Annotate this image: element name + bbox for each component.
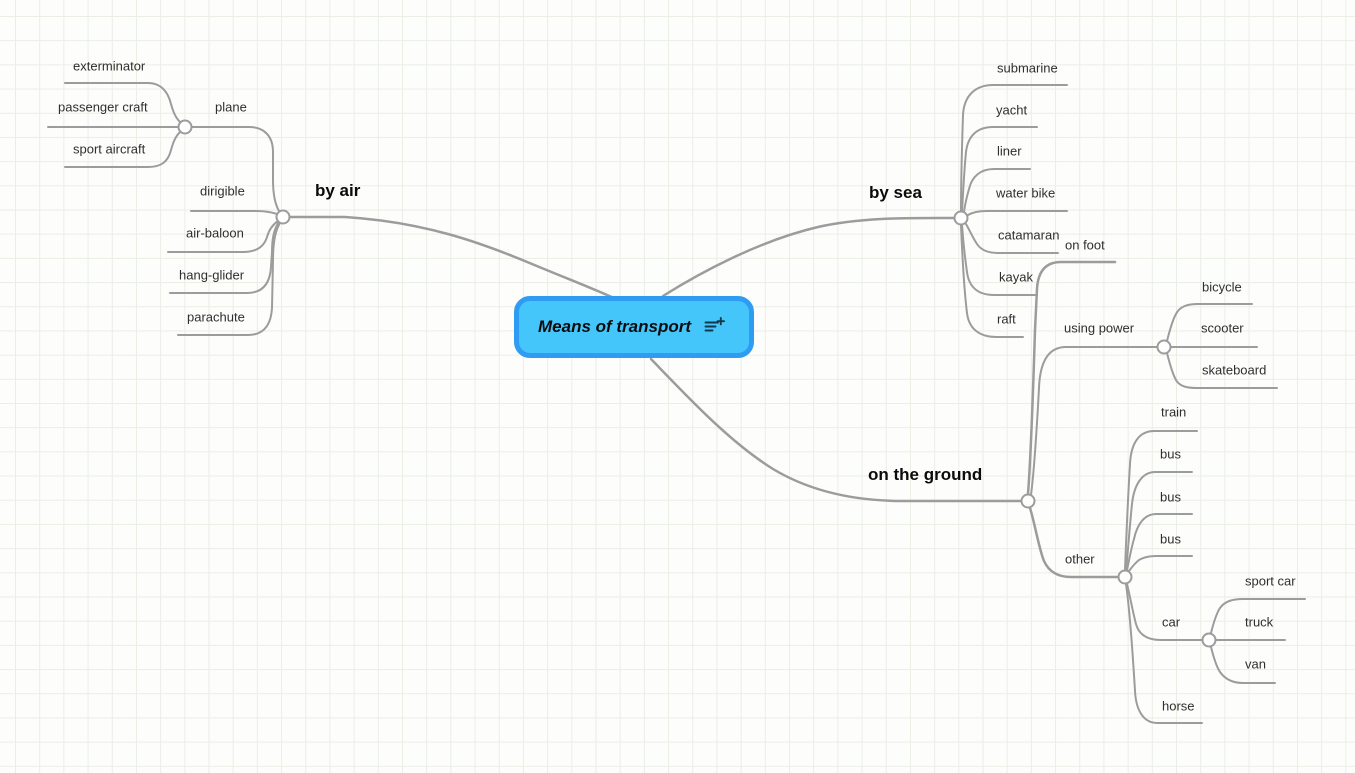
link-other-bus-2	[1126, 513, 1193, 571]
link-other-train	[1124, 430, 1198, 571]
link-otg-other	[1028, 506, 1120, 579]
link-by-sea-yacht	[961, 126, 1038, 212]
link-by-air-dirigible	[190, 210, 278, 215]
link-car-sport-car	[1210, 598, 1306, 634]
link-other-horse	[1125, 583, 1203, 724]
node-by-sea[interactable]: by sea	[869, 183, 922, 202]
node-hang-glider[interactable]: hang-glider	[179, 267, 245, 283]
anchor-plane[interactable]	[177, 119, 193, 135]
anchor-by-air[interactable]	[275, 209, 291, 225]
node-skateboard[interactable]: skateboard	[1202, 362, 1267, 378]
node-other[interactable]: other	[1065, 551, 1095, 567]
link-by-sea-kayak	[961, 224, 1038, 296]
link-root-by-air	[288, 215, 618, 301]
link-otg-using-power	[1030, 346, 1158, 496]
link-by-sea-submarine	[960, 84, 1068, 212]
node-sport-car[interactable]: sport car	[1245, 573, 1296, 589]
node-plane[interactable]: plane	[215, 99, 247, 115]
anchor-other[interactable]	[1117, 569, 1133, 585]
link-other-bus-3	[1128, 555, 1193, 572]
link-using-power-bicycle	[1166, 303, 1253, 342]
add-note-icon[interactable]	[704, 317, 725, 339]
node-using-power[interactable]: using power	[1064, 320, 1135, 336]
link-by-air-hang-glider	[169, 221, 280, 294]
node-yacht[interactable]: yacht	[996, 102, 1028, 118]
node-exterminator[interactable]: exterminator	[73, 58, 146, 74]
node-bicycle[interactable]: bicycle	[1202, 279, 1242, 295]
node-passenger-craft[interactable]: passenger craft	[58, 99, 148, 115]
link-root-on-the-ground	[649, 357, 1023, 503]
node-train[interactable]: train	[1161, 404, 1187, 420]
anchor-using-power[interactable]	[1156, 339, 1172, 355]
link-otg-on-foot	[1026, 260, 1117, 496]
link-by-air-air-baloon	[167, 220, 279, 253]
node-on-foot[interactable]: on foot	[1065, 237, 1105, 253]
node-bus-3[interactable]: bus	[1160, 531, 1181, 547]
link-using-power-skateboard	[1166, 352, 1278, 389]
node-sport-aircraft[interactable]: sport aircraft	[73, 141, 146, 157]
anchor-by-sea[interactable]	[953, 210, 969, 226]
node-by-air[interactable]: by air	[315, 181, 361, 200]
link-other-car	[1126, 583, 1203, 641]
anchor-on-the-ground[interactable]	[1020, 493, 1036, 509]
node-air-baloon[interactable]: air-baloon	[186, 225, 244, 241]
node-truck[interactable]: truck	[1245, 614, 1274, 630]
root-topic-label: Means of transport	[538, 317, 692, 336]
link-car-van	[1210, 646, 1276, 684]
root-topic[interactable]: Means of transport	[514, 296, 754, 358]
node-scooter[interactable]: scooter	[1201, 320, 1244, 336]
node-submarine[interactable]: submarine	[997, 60, 1058, 76]
node-liner[interactable]: liner	[997, 143, 1022, 159]
link-by-air-plane	[191, 126, 280, 212]
node-raft[interactable]: raft	[997, 311, 1016, 327]
node-water-bike[interactable]: water bike	[996, 185, 1056, 201]
node-van[interactable]: van	[1245, 656, 1266, 672]
link-by-sea-raft	[960, 224, 1024, 338]
node-catamaran[interactable]: catamaran	[998, 227, 1060, 243]
node-kayak[interactable]: kayak	[999, 269, 1033, 285]
link-by-sea-catamaran	[965, 223, 1059, 254]
link-root-by-sea	[661, 216, 956, 298]
link-other-bus-1	[1125, 471, 1193, 571]
link-by-air-parachute	[177, 222, 281, 336]
link-plane-sport-aircraft	[64, 131, 181, 168]
node-dirigible[interactable]: dirigible	[200, 183, 245, 199]
link-plane-exterminator	[64, 82, 181, 123]
node-parachute[interactable]: parachute	[187, 309, 245, 325]
node-bus-2[interactable]: bus	[1160, 489, 1181, 505]
node-car[interactable]: car	[1162, 614, 1181, 630]
link-by-sea-liner	[963, 168, 1031, 213]
anchor-car[interactable]	[1201, 632, 1217, 648]
node-horse[interactable]: horse	[1162, 698, 1195, 714]
link-by-sea-water-bike	[967, 210, 1068, 216]
node-on-the-ground[interactable]: on the ground	[868, 465, 983, 484]
node-bus-1[interactable]: bus	[1160, 446, 1181, 462]
